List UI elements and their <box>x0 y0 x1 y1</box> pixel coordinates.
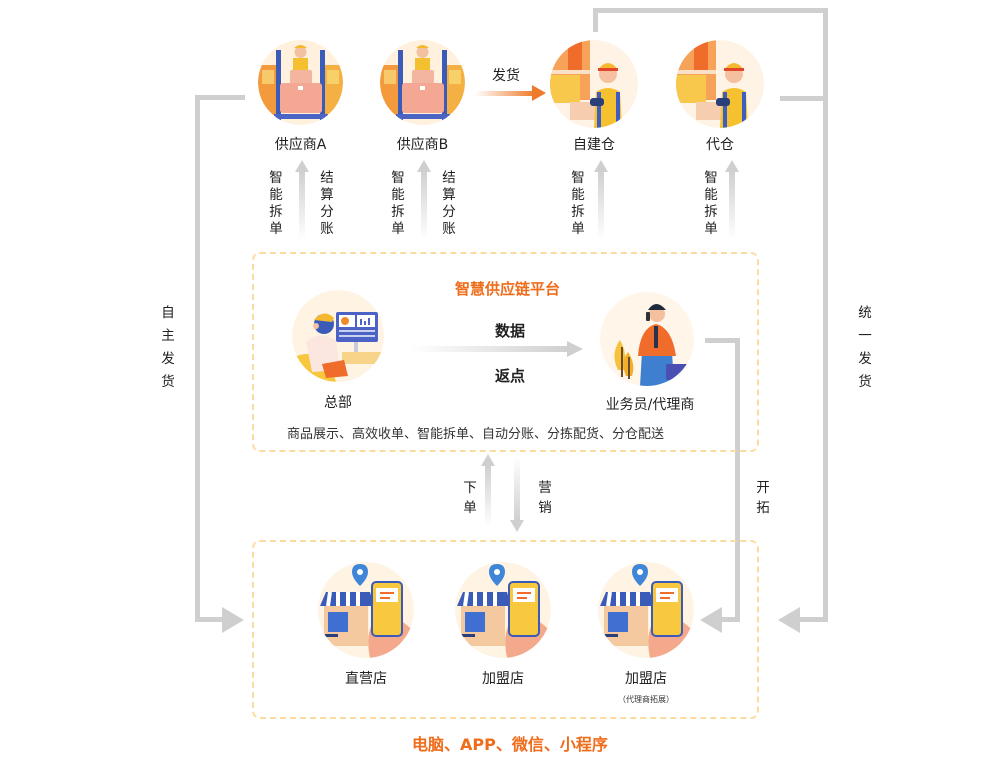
up-arrowhead-2 <box>417 160 431 172</box>
ship-arrow-label: 发货 <box>492 68 520 84</box>
marketing-arrowhead <box>510 520 524 532</box>
agent-franchise-store-node[interactable] <box>598 562 694 658</box>
ship-arrowhead <box>532 85 546 101</box>
forklift-worker-icon <box>258 40 343 125</box>
marketing-arrow <box>514 457 520 521</box>
computer-operator-icon <box>292 290 384 382</box>
smart-split-label-3: 智能拆单 <box>571 170 585 237</box>
supplier-a-node[interactable] <box>258 40 343 125</box>
agent-node[interactable] <box>600 292 694 386</box>
businessman-phone-icon <box>600 292 694 386</box>
franchise-store-label: 加盟店 <box>482 671 524 687</box>
left-connector-arrowhead <box>222 607 244 633</box>
forklift-worker-icon <box>380 40 465 125</box>
franchise-store-node[interactable] <box>455 562 551 658</box>
platform-features: 商品展示、高效收单、智能拆单、自动分账、分拣配货、分仓配送 <box>287 427 665 442</box>
store-phone-icon <box>318 562 414 658</box>
left-connector-top <box>195 95 245 100</box>
up-arrow-4 <box>729 170 735 240</box>
up-arrow-1 <box>299 170 305 240</box>
warehouse-worker-icon <box>550 40 638 128</box>
agent-warehouse-label: 代仓 <box>706 137 734 153</box>
stores-box <box>252 540 759 719</box>
up-arrowhead-3 <box>594 160 608 172</box>
store-phone-icon <box>455 562 551 658</box>
supplier-a-label: 供应商A <box>274 137 327 153</box>
agent-warehouse-connector <box>780 96 828 101</box>
expand-label: 开拓 <box>756 480 770 516</box>
expand-connector-bottom <box>720 617 740 622</box>
right-top-connector-stub <box>593 8 598 32</box>
up-arrowhead-4 <box>725 160 739 172</box>
smart-split-label-4: 智能拆单 <box>704 170 718 237</box>
data-flow-arrow <box>410 346 570 352</box>
platform-box <box>252 252 759 452</box>
platform-title: 智慧供应链平台 <box>455 280 561 298</box>
settlement-label-2: 结算分账 <box>442 170 456 237</box>
order-arrowhead <box>481 454 495 466</box>
store-phone-icon <box>598 562 694 658</box>
own-warehouse-node[interactable] <box>550 40 638 128</box>
right-connector-bottom <box>800 617 828 622</box>
unified-ship-label: 统一发货 <box>858 305 872 390</box>
up-arrow-3 <box>598 170 604 240</box>
ship-arrow <box>475 91 535 96</box>
supplier-b-label: 供应商B <box>396 137 449 153</box>
expand-connector-arrowhead <box>700 607 722 633</box>
data-label: 数据 <box>495 322 526 340</box>
direct-store-node[interactable] <box>318 562 414 658</box>
smart-split-label-2: 智能拆单 <box>391 170 405 237</box>
smart-split-label-1: 智能拆单 <box>269 170 283 237</box>
expand-connector-top <box>705 338 740 343</box>
up-arrowhead-1 <box>295 160 309 172</box>
hq-node[interactable] <box>292 290 384 382</box>
order-label: 下单 <box>463 480 477 516</box>
supplier-b-node[interactable] <box>380 40 465 125</box>
expand-connector-vertical <box>735 338 740 622</box>
right-top-connector-horizontal <box>593 8 828 13</box>
right-connector-arrowhead <box>778 607 800 633</box>
left-connector-vertical <box>195 95 200 622</box>
right-connector-vertical <box>823 8 828 622</box>
settlement-label-1: 结算分账 <box>320 170 334 237</box>
direct-store-label: 直营店 <box>345 671 387 687</box>
agent-franchise-store-sublabel: （代理商拓展） <box>618 695 674 704</box>
agent-warehouse-node[interactable] <box>676 40 764 128</box>
hq-label: 总部 <box>324 395 352 411</box>
agent-label: 业务员/代理商 <box>605 397 695 413</box>
left-connector-bottom <box>195 617 225 622</box>
order-arrow <box>485 465 491 527</box>
up-arrow-2 <box>421 170 427 240</box>
own-warehouse-label: 自建仓 <box>573 137 615 153</box>
warehouse-worker-icon <box>676 40 764 128</box>
data-flow-arrowhead <box>567 341 583 357</box>
channels-title: 电脑、APP、微信、小程序 <box>412 735 608 754</box>
self-ship-label: 自主发货 <box>161 305 175 390</box>
agent-franchise-store-label: 加盟店 <box>625 671 667 687</box>
marketing-label: 营销 <box>538 480 552 516</box>
rebate-label: 返点 <box>495 367 526 385</box>
